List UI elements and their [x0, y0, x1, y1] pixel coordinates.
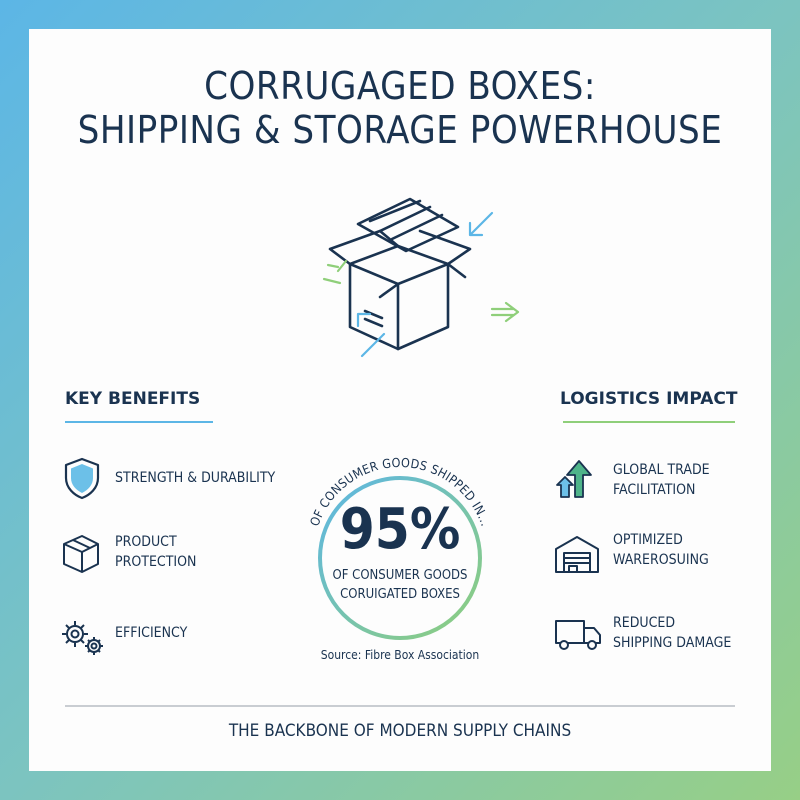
key-benefits-heading: KEY BENEFITS: [65, 389, 201, 409]
logistics-label-trade-1: GLOBAL TRADE: [613, 462, 710, 478]
key-benefits-underline: [65, 421, 213, 423]
title-line-1: CORRUGAGED BOXES:: [204, 64, 596, 108]
footer-tagline: THE BACKBONE OF MODERN SUPPLY CHAINS: [228, 721, 572, 741]
logistics-label-damage-1: REDUCED: [613, 615, 676, 631]
logistics-label-trade-2: FACILITATION: [613, 482, 696, 498]
open-box-icon: [322, 197, 520, 358]
logistics-underline: [563, 421, 735, 423]
footer-divider: [65, 705, 735, 707]
stat-value: 95%: [339, 497, 461, 562]
trade-arrows-icon: [556, 460, 592, 498]
infographic-card: CORRUGAGED BOXES: SHIPPING & STORAGE POW…: [29, 29, 771, 771]
logistics-heading: LOGISTICS IMPACT: [560, 389, 738, 409]
stat-ring: OF CONSUMER GOODS SHIPPED IN...: [307, 455, 493, 640]
benefit-label-strength: STRENGTH & DURABILITY: [115, 470, 276, 486]
title-line-2: SHIPPING & STORAGE POWERHOUSE: [77, 108, 723, 152]
stat-line-1: OF CONSUMER GOODS: [332, 568, 468, 583]
stat-source: Source: Fibre Box Association: [320, 648, 480, 662]
logistics-label-warehouse-1: OPTIMIZED: [613, 532, 683, 548]
logistics-label-damage-2: SHIPPING DAMAGE: [613, 635, 732, 651]
warehouse-icon: [555, 536, 599, 573]
box-icon: [63, 535, 99, 573]
logistics-label-warehouse-2: WAREROSUING: [613, 552, 709, 568]
gears-icon: [62, 621, 103, 655]
truck-icon: [555, 620, 601, 650]
benefit-label-efficiency: EFFICIENCY: [115, 625, 188, 641]
shield-icon: [64, 457, 100, 500]
benefit-label-protection-1: PRODUCT: [115, 534, 177, 550]
stat-line-2: CORUIGATED BOXES: [340, 587, 460, 602]
benefit-label-protection-2: PROTECTION: [115, 554, 197, 570]
